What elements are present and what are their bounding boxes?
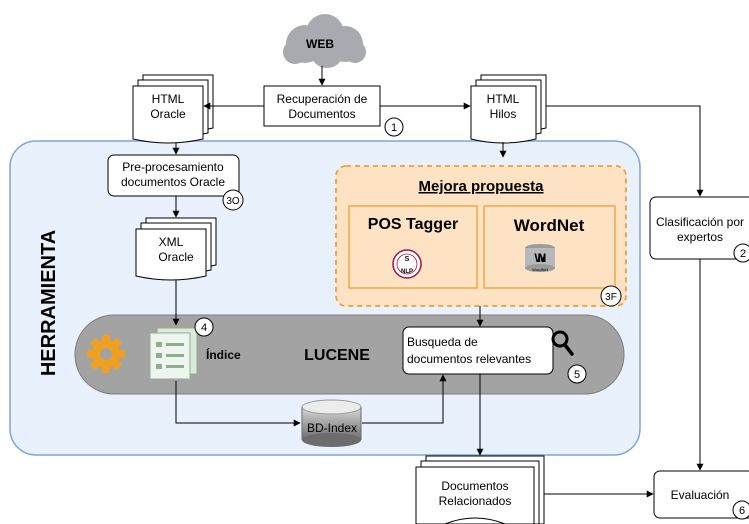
recuperacion-line1: Recuperación de bbox=[277, 92, 368, 106]
svg-text:3O: 3O bbox=[226, 196, 240, 207]
busqueda-line2: documentos relevantes bbox=[407, 352, 531, 366]
evaluacion-box bbox=[653, 470, 749, 519]
clasificacion-line2: expertos bbox=[677, 230, 723, 244]
documentos-rel-line1: Documentos bbox=[441, 479, 508, 493]
bd-index-database bbox=[301, 399, 362, 447]
arrow-html-hilos-clasificacion bbox=[546, 105, 704, 197]
svg-text:S: S bbox=[405, 256, 410, 263]
html-hilos-line2: Hilos bbox=[490, 107, 517, 121]
recuperacion-line2: Documentos bbox=[288, 107, 355, 121]
clasificacion-line1: Clasificación por bbox=[656, 215, 744, 229]
preproc-line1: Pre-procesamiento bbox=[122, 160, 224, 174]
busqueda-line1: Busqueda de bbox=[407, 335, 478, 349]
nlp-logo-text: NLP bbox=[401, 269, 413, 275]
lucene-label: LUCENE bbox=[304, 347, 370, 364]
index-document-icon bbox=[149, 327, 198, 380]
busqueda-box bbox=[402, 326, 554, 375]
arrow-indice-bdindex bbox=[175, 381, 301, 427]
svg-text:5: 5 bbox=[574, 369, 580, 381]
wordnet-logo: W N WordNet bbox=[525, 244, 555, 272]
html-hilos-doc bbox=[470, 74, 547, 144]
html-oracle-line1: HTML bbox=[152, 92, 185, 106]
html-oracle-doc bbox=[132, 74, 214, 144]
evaluacion-label: Evaluación bbox=[671, 488, 730, 502]
html-hilos-line1: HTML bbox=[487, 92, 520, 106]
documentos-rel-line2: Relacionados bbox=[439, 494, 512, 508]
web-cloud bbox=[283, 14, 366, 68]
badge-4: 4 bbox=[194, 317, 214, 337]
xml-oracle-line1: XML bbox=[159, 235, 184, 249]
search-icon bbox=[551, 330, 574, 356]
herramienta-label: HERRAMIENTA bbox=[38, 230, 60, 376]
badge-6: 6 bbox=[732, 500, 749, 520]
html-oracle-line2: Oracle bbox=[150, 107, 186, 121]
documentos-relacionados-doc bbox=[415, 455, 545, 524]
svg-text:4: 4 bbox=[201, 322, 207, 334]
web-label: WEB bbox=[306, 37, 334, 51]
arrow-bdindex-busqueda bbox=[362, 374, 447, 424]
bd-index-label: BD-Index bbox=[307, 421, 357, 435]
connectors bbox=[172, 66, 704, 498]
svg-text:6: 6 bbox=[739, 505, 745, 517]
mejora-propuesta-title: Mejora propuesta bbox=[418, 178, 544, 195]
gear-icon bbox=[87, 335, 125, 373]
xml-oracle-doc bbox=[135, 217, 217, 281]
pos-tagger-label: POS Tagger bbox=[368, 216, 458, 233]
svg-text:W: W bbox=[534, 251, 546, 265]
svg-text:1: 1 bbox=[391, 122, 397, 134]
badge-2: 2 bbox=[733, 243, 749, 263]
indice-label: Índice bbox=[206, 347, 241, 362]
svg-text:3F: 3F bbox=[605, 292, 617, 303]
clasificacion-box bbox=[649, 196, 749, 260]
wordnet-label: WordNet bbox=[514, 216, 585, 235]
badge-3o: 3O bbox=[222, 189, 244, 211]
preproc-line2: documentos Oracle bbox=[121, 175, 225, 189]
badge-1: 1 bbox=[384, 117, 404, 137]
badge-3f: 3F bbox=[600, 285, 622, 307]
wordnet-logo-text: WordNet bbox=[532, 267, 549, 272]
svg-text:2: 2 bbox=[740, 248, 746, 260]
xml-oracle-line2: Oracle bbox=[158, 250, 194, 264]
svg-text:N: N bbox=[538, 251, 547, 265]
nlp-logo: NLP S bbox=[392, 249, 422, 279]
preproc-box bbox=[107, 154, 240, 197]
badge-5: 5 bbox=[567, 364, 587, 384]
